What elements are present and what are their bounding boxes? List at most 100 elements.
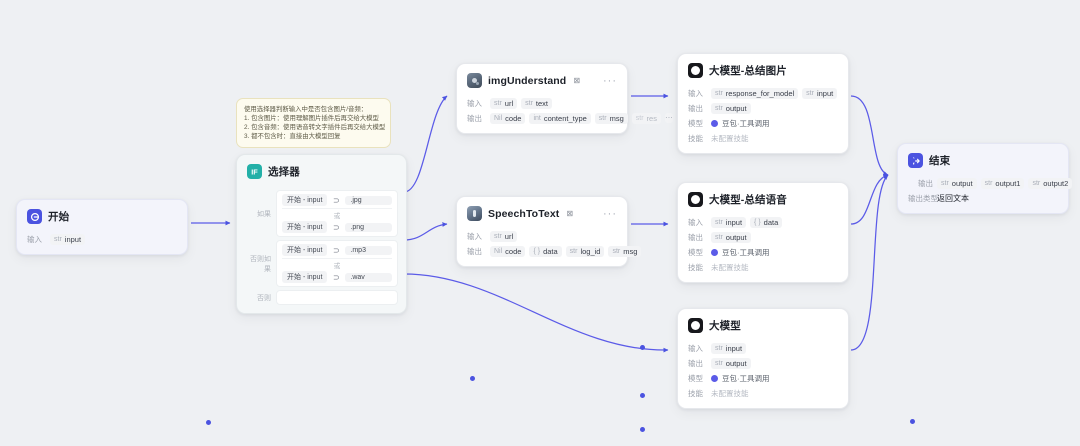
node-selector[interactable]: IF 选择器 如果 开始 - input ⊃ .jpg 或 开始 - input — [236, 154, 645, 432]
port-selector-out-elseif[interactable] — [640, 393, 645, 398]
selector-condition-box[interactable]: 开始 - input ⊃ .mp3 或 开始 - input ⊃ .wav — [276, 240, 398, 287]
edge-llm-base-to-end — [850, 174, 889, 351]
port-selector-in[interactable] — [470, 376, 475, 381]
llm-icon — [688, 318, 703, 333]
note-line-2: 2. 包含音频：使用语音转文字插件后再交给大模型 — [244, 124, 386, 131]
condition-operator: ⊃ — [333, 245, 340, 255]
node-skill-row: 技能 未配置技能 — [688, 387, 838, 399]
plugin-badge-icon: ⊠ — [566, 209, 574, 218]
svg-text:IF: IF — [251, 167, 258, 176]
condition-row[interactable]: 开始 - input ⊃ .wav — [280, 270, 394, 284]
node-start-header: 开始 — [17, 200, 187, 230]
node-img-understand-header: imgUnderstand ⊠ ··· — [457, 64, 627, 94]
port-selector-out-else[interactable] — [640, 427, 645, 432]
model-value: 豆包·工具调用 — [722, 247, 770, 257]
llm-icon — [688, 192, 703, 207]
port-img-understand-in[interactable] — [910, 158, 915, 163]
node-menu-icon[interactable]: ··· — [603, 74, 617, 87]
port-start-out[interactable] — [206, 420, 211, 425]
row-label: 输出 — [918, 178, 933, 188]
node-model-row: 模型 豆包·工具调用 — [688, 372, 838, 384]
edge-selector-to-llm-base — [403, 273, 669, 353]
mic-icon — [467, 206, 482, 221]
more-outputs-icon[interactable]: ··· — [664, 113, 673, 123]
skill-value: 未配置技能 — [711, 262, 749, 272]
edge-selector-to-img — [403, 95, 448, 193]
selector-else-label: 否则 — [257, 294, 271, 302]
row-label: 输出 — [688, 232, 703, 242]
row-label: 输出 — [688, 103, 703, 113]
row-label: 技能 — [688, 262, 703, 272]
node-end-output-type-row: 输出类型 返回文本 — [908, 192, 1058, 204]
node-llm-audio-summary-header: 大模型-总结语音 — [678, 183, 848, 213]
condition-row[interactable]: 开始 - input ⊃ .jpg — [280, 193, 394, 207]
condition-right: .jpg — [345, 195, 392, 205]
port-speech-to-text-in[interactable] — [910, 419, 915, 424]
condition-row[interactable]: 开始 - input ⊃ .png — [280, 220, 394, 234]
node-skill-row: 技能 未配置技能 — [688, 132, 838, 144]
edge-selector-to-stt — [403, 222, 448, 241]
selector-else-box[interactable] — [276, 290, 398, 305]
selector-group-label: 否则如果 — [250, 255, 271, 273]
row-label: 输入 — [688, 217, 703, 227]
if-icon: IF — [247, 164, 262, 179]
port-selector-out-if[interactable] — [640, 345, 645, 350]
note-line-3: 3. 都不包含时：直接由大模型回复 — [244, 133, 341, 140]
row-label: 输入 — [467, 98, 482, 108]
node-model-row: 模型 豆包·工具调用 — [688, 117, 838, 129]
node-menu-icon[interactable]: ··· — [603, 207, 617, 220]
node-end-title: 结束 — [929, 155, 951, 167]
llm-icon — [688, 63, 703, 78]
sticky-note[interactable]: 使用选择器判断输入中是否包含图片/音频： 1. 包含图片：使用理解图片插件后再交… — [236, 98, 391, 148]
node-selector-title: 选择器 — [268, 166, 300, 178]
condition-left: 开始 - input — [282, 244, 328, 256]
row-label: 输出 — [467, 246, 482, 256]
row-label: 技能 — [688, 133, 703, 143]
condition-joiner: 或 — [282, 208, 392, 220]
row-label: 输入 — [688, 88, 703, 98]
node-end-header: 结束 — [898, 144, 1068, 174]
condition-row[interactable]: 开始 - input ⊃ .mp3 — [280, 243, 394, 257]
selector-condition-box[interactable]: 开始 - input ⊃ .jpg 或 开始 - input ⊃ .png — [276, 190, 398, 237]
plugin-badge-icon: ⊠ — [573, 76, 581, 85]
row-label: 技能 — [688, 388, 703, 398]
edge-llm-img-to-end — [850, 95, 889, 176]
condition-left: 开始 - input — [282, 194, 328, 206]
row-label: 模型 — [688, 373, 703, 383]
model-value: 豆包·工具调用 — [722, 118, 770, 128]
condition-joiner: 或 — [282, 258, 392, 270]
condition-left: 开始 - input — [282, 271, 328, 283]
